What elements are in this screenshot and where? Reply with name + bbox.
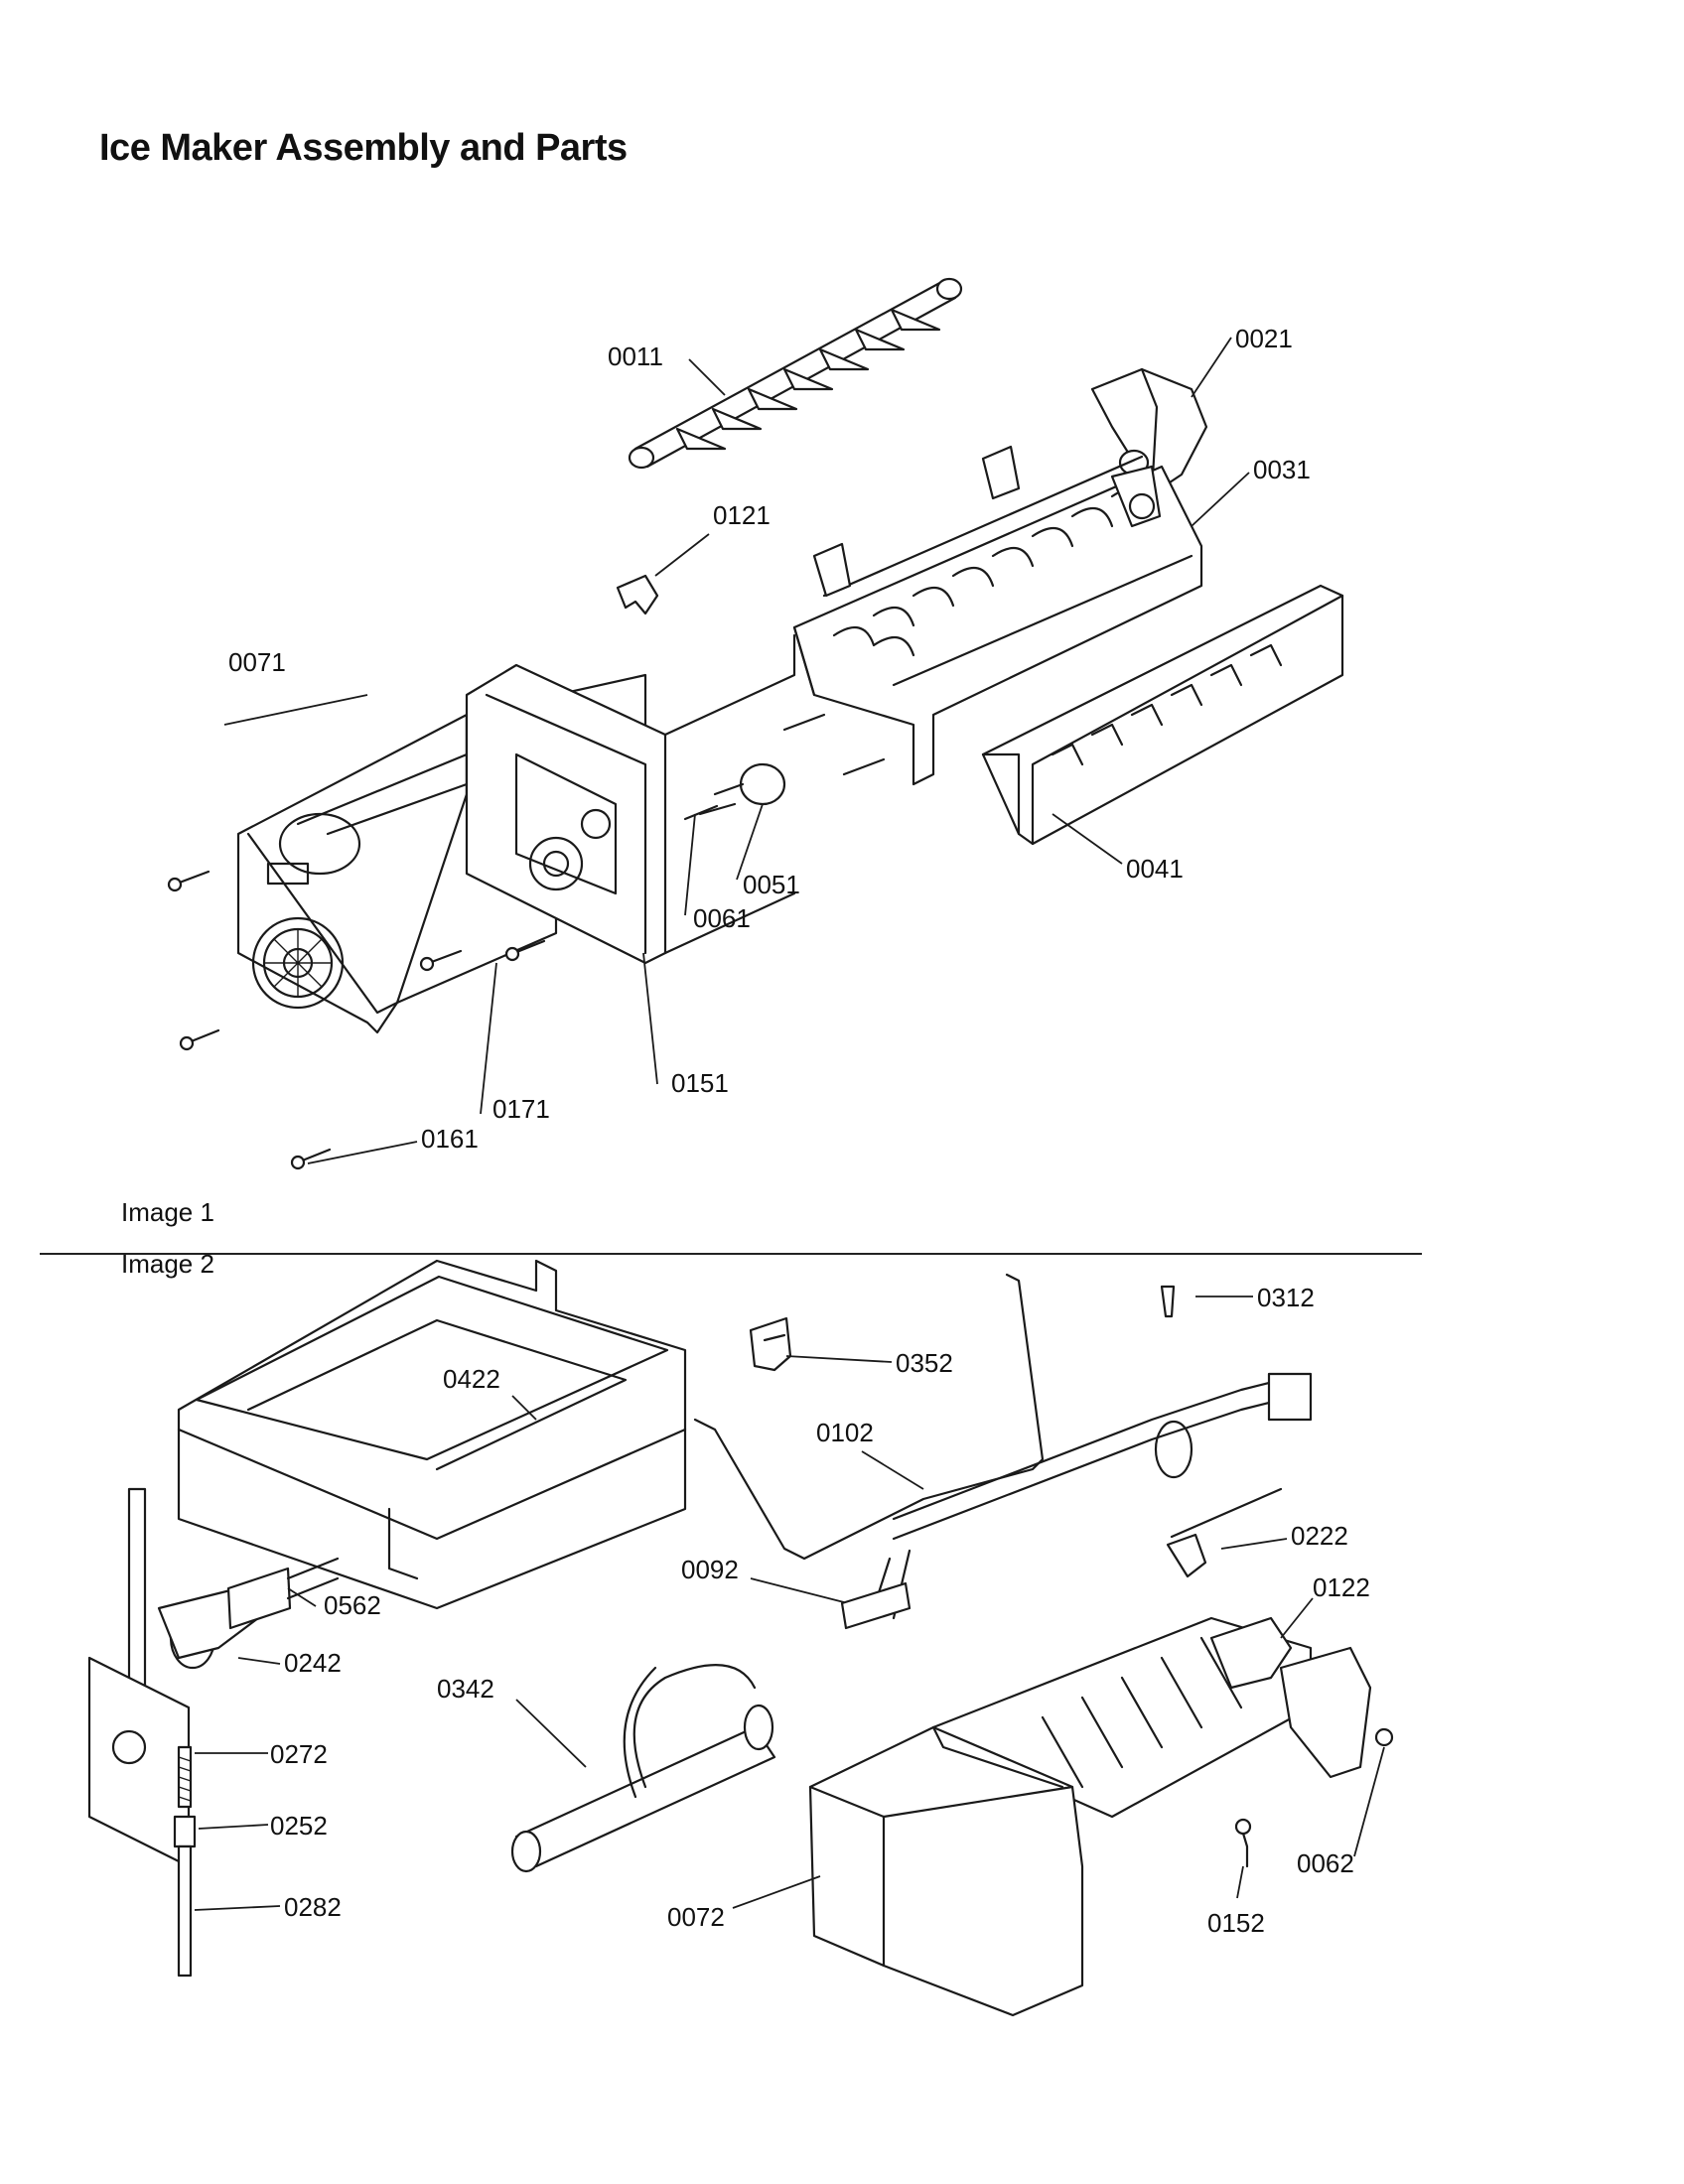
support-housing-drawing (465, 633, 796, 965)
callout-0051: 0051 (743, 870, 800, 899)
fill-tube-drawing (693, 1273, 1045, 1561)
callout-0312: 0312 (1257, 1283, 1315, 1312)
callout-0242: 0242 (284, 1648, 342, 1678)
ice-stripper-drawing (981, 584, 1344, 846)
screws-drawing (167, 870, 546, 1170)
page-title: Ice Maker Assembly and Parts (99, 127, 628, 169)
thermostat-drawing (698, 762, 786, 816)
water-valve-drawing (87, 1487, 340, 1978)
callout-0282: 0282 (284, 1892, 342, 1922)
callout-0151: 0151 (671, 1068, 729, 1098)
callout-0121: 0121 (713, 500, 771, 530)
callout-0171: 0171 (492, 1094, 550, 1124)
callout-0092: 0092 (681, 1555, 739, 1584)
callout-0342: 0342 (437, 1674, 494, 1704)
heater-pins-drawing (683, 713, 886, 821)
heater-tube-drawing (510, 1664, 776, 1873)
callout-0072: 0072 (667, 1902, 725, 1932)
callout-0011: 0011 (608, 341, 663, 371)
wire-harness-drawing (840, 1372, 1313, 1630)
callout-0562: 0562 (324, 1590, 381, 1620)
callout-0122: 0122 (1313, 1572, 1370, 1602)
section-divider (40, 1253, 1422, 1255)
ice-bin-drawing (177, 1259, 687, 1610)
callout-0352: 0352 (896, 1348, 953, 1378)
callout-0222: 0222 (1291, 1521, 1348, 1551)
ejector-shaft-drawing (628, 277, 963, 470)
clip-drawing (616, 574, 659, 615)
fastener-drawing (1160, 1285, 1176, 1318)
image-1-label: Image 1 (121, 1197, 214, 1227)
callout-0062: 0062 (1297, 1848, 1354, 1878)
ice-mold-drawing (792, 445, 1203, 786)
clip-drawing-2 (749, 1316, 792, 1372)
screw-drawing-2 (1234, 1818, 1252, 1868)
callout-0161: 0161 (421, 1124, 479, 1154)
callout-0041: 0041 (1126, 854, 1184, 884)
callout-0252: 0252 (270, 1811, 328, 1841)
callout-0061: 0061 (693, 903, 751, 933)
callout-0102: 0102 (816, 1418, 874, 1447)
image-2-label: Image 2 (121, 1249, 214, 1279)
callout-0021: 0021 (1235, 324, 1293, 353)
icemaker-cover-drawing (808, 1725, 1084, 2017)
callout-0031: 0031 (1253, 455, 1311, 484)
callout-0272: 0272 (270, 1739, 328, 1769)
callout-0071: 0071 (228, 647, 286, 677)
callout-0422: 0422 (443, 1364, 500, 1394)
harness-clip-drawing (1166, 1487, 1283, 1578)
callout-0152: 0152 (1207, 1908, 1265, 1938)
